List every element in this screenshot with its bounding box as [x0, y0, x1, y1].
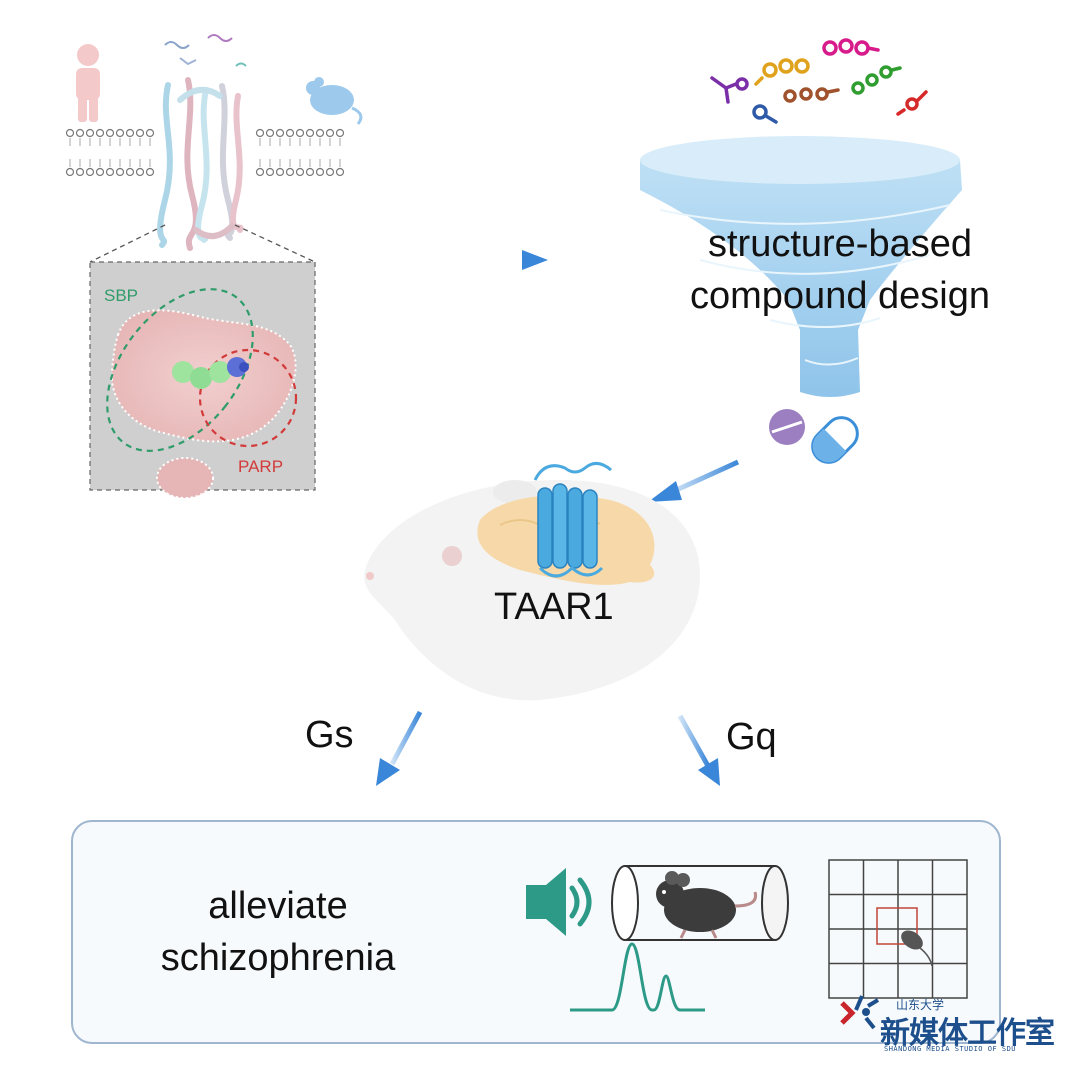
membrane — [65, 128, 345, 177]
arrow-to-brain — [648, 459, 740, 502]
human-icon — [76, 44, 100, 122]
zoom-lines — [89, 224, 316, 263]
arrow-to-design — [455, 250, 548, 270]
outcome-label-line1: alleviate — [208, 885, 348, 927]
watermark-name: 新媒体工作室 — [880, 1016, 1055, 1051]
taar1-receptor-icon — [533, 462, 612, 578]
gs-label: Gs — [305, 714, 354, 756]
speaker-icon — [526, 868, 592, 936]
capsule-icon — [811, 416, 859, 464]
receptor-label: TAAR1 — [494, 586, 614, 628]
arrow-gs — [376, 710, 423, 786]
open-field-grid-icon — [828, 859, 968, 999]
outcome-label: alleviate schizophrenia — [118, 880, 438, 984]
ligand-spheres — [172, 357, 249, 389]
mouse-icon — [306, 77, 363, 125]
arrow-gq — [677, 714, 720, 786]
funnel-label-line1: structure-based — [707, 223, 972, 265]
binding-pocket-panel — [89, 261, 316, 499]
watermark-english: SHANDONG MEDIA STUDIO OF SDU — [884, 1045, 1017, 1053]
parp-label: PARP — [238, 457, 284, 476]
mouse-in-tube-icon — [611, 865, 789, 941]
outcome-label-line2: schizophrenia — [160, 937, 396, 979]
sbp-label: SBP — [104, 286, 139, 305]
pill-icon — [769, 409, 805, 445]
watermark-mark — [840, 995, 880, 1030]
receptor-structure — [157, 77, 244, 251]
watermark-top-text: 山东大学 — [896, 998, 945, 1012]
gq-label: Gq — [726, 716, 777, 758]
funnel-icon — [640, 136, 962, 397]
funnel-label-line2: compound design — [690, 275, 990, 317]
ligand-icons — [710, 38, 928, 124]
startle-response-trace — [570, 942, 705, 1012]
funnel-label: structure-based compound design — [640, 218, 1040, 322]
ligand-icons-small — [164, 34, 247, 67]
